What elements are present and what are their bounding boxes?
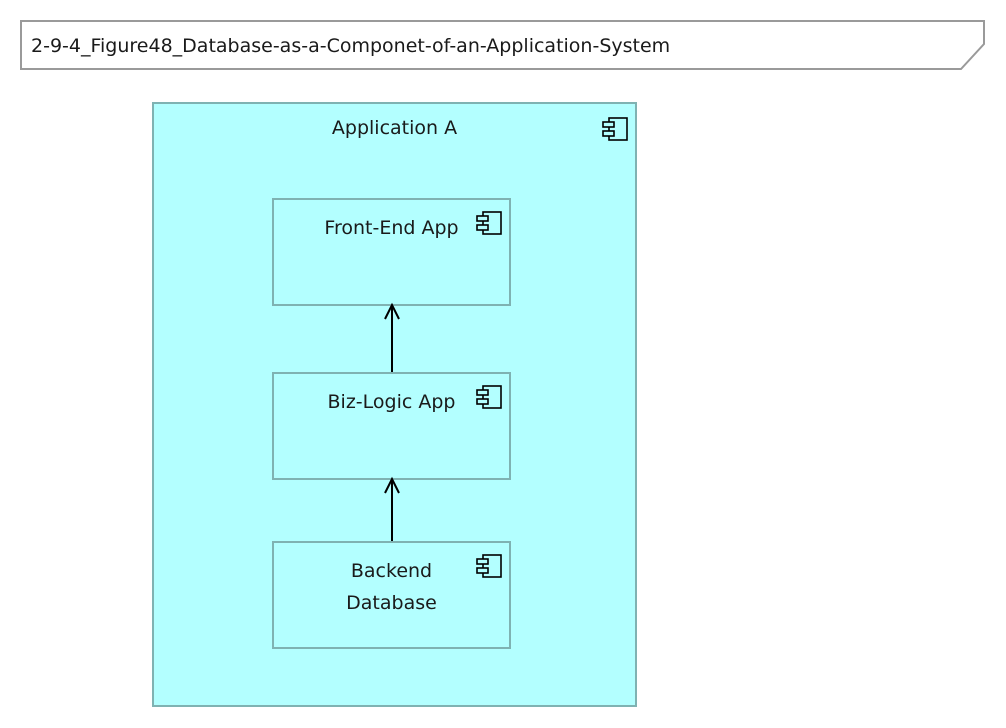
application-component-icon: [476, 554, 502, 578]
front-end-app-label: Front-End App: [324, 217, 459, 239]
title-tab-shape: [20, 20, 985, 70]
biz-logic-app-label: Biz-Logic App: [327, 391, 456, 413]
front-end-app-component[interactable]: Front-End App: [272, 198, 511, 306]
serving-relation-db-to-biz[interactable]: [384, 476, 400, 541]
application-component-icon: [602, 117, 628, 141]
application-a-container[interactable]: Application A Front-End App Biz-Logic Ap…: [152, 102, 637, 707]
application-component-icon: [476, 211, 502, 235]
serving-relation-biz-to-front[interactable]: [384, 302, 400, 372]
application-a-label: Application A: [331, 117, 458, 139]
backend-database-label: Backend Database: [346, 560, 437, 614]
backend-database-component[interactable]: Backend Database: [272, 541, 511, 649]
biz-logic-app-component[interactable]: Biz-Logic App: [272, 372, 511, 480]
diagram-title-tab: 2-9-4_Figure48_Database-as-a-Componet-of…: [20, 20, 986, 70]
diagram-title: 2-9-4_Figure48_Database-as-a-Componet-of…: [31, 35, 671, 57]
application-component-icon: [476, 385, 502, 409]
